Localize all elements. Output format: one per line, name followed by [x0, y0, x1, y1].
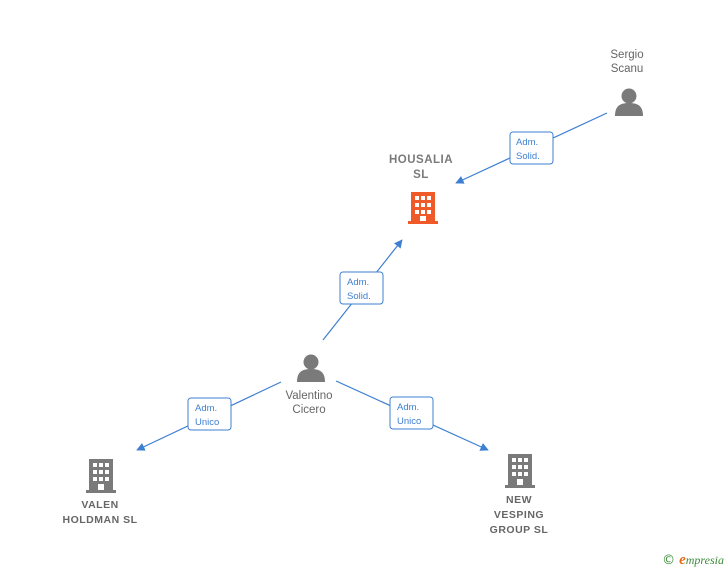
svg-text:Solid.: Solid.	[347, 291, 371, 302]
copyright-icon: ©	[662, 553, 676, 568]
node-label-line: VALEN	[81, 499, 119, 511]
svg-text:Adm.: Adm.	[195, 403, 217, 414]
brand-logo-text: mpresia	[685, 553, 724, 567]
svg-text:Adm.: Adm.	[347, 277, 369, 288]
svg-text:Adm.: Adm.	[397, 402, 419, 413]
empresia-footer[interactable]: ©empresia	[662, 552, 724, 569]
node-label-housalia[interactable]: HOUSALIA SL	[389, 153, 453, 183]
person-icon[interactable]	[615, 88, 643, 117]
node-label-sergio[interactable]: Sergio Scanu	[610, 48, 643, 76]
node-label-line: HOLDMAN SL	[62, 514, 138, 526]
node-label-line: Sergio	[610, 49, 644, 61]
node-label-line: Scanu	[610, 63, 644, 75]
node-label-line: NEW	[506, 494, 532, 506]
brand-logo-initial: e	[679, 552, 686, 568]
building-icon[interactable]	[408, 192, 438, 224]
node-label-newvesping[interactable]: NEW VESPING GROUP SL	[490, 493, 549, 538]
node-label-valentino[interactable]: Valentino Cicero	[285, 389, 332, 417]
building-icon[interactable]	[505, 454, 535, 488]
node-label-line: GROUP SL	[489, 524, 549, 536]
svg-text:Unico: Unico	[195, 417, 219, 428]
edge-label-valentino-housalia[interactable]: Adm. Solid.	[339, 271, 384, 305]
person-icon[interactable]	[297, 354, 325, 383]
edge-label-sergio-housalia[interactable]: Adm. Solid.	[509, 131, 554, 165]
edge-label-valentino-valen[interactable]: Adm. Unico	[187, 397, 232, 431]
svg-text:Solid.: Solid.	[516, 151, 540, 162]
svg-text:Adm.: Adm.	[516, 137, 538, 148]
node-label-valen[interactable]: VALEN HOLDMAN SL	[63, 498, 138, 528]
svg-text:Unico: Unico	[397, 416, 421, 427]
node-label-line: Cicero	[292, 404, 326, 416]
building-icon[interactable]	[86, 459, 116, 493]
node-label-line: VESPING	[493, 509, 545, 521]
node-label-line: Valentino	[285, 390, 333, 402]
node-label-line: SL	[413, 169, 429, 181]
node-label-line: HOUSALIA	[388, 154, 454, 166]
edge-label-valentino-newvesping[interactable]: Adm. Unico	[389, 396, 434, 430]
